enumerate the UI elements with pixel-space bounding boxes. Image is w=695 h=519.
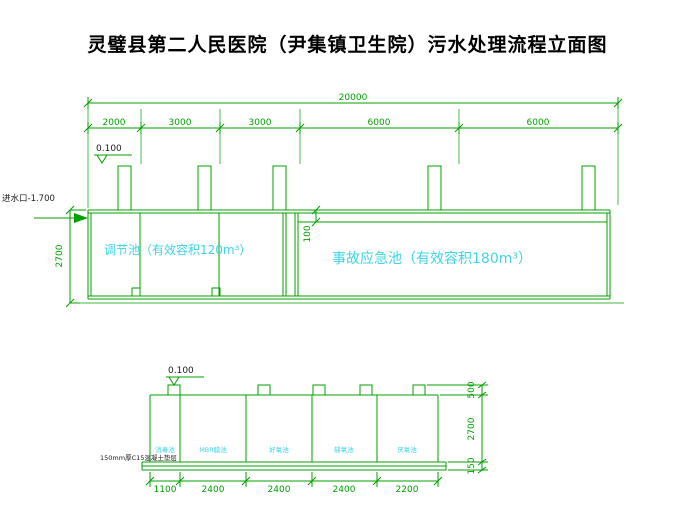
roof-vent	[359, 384, 373, 396]
height-dim-text-2700b: 2700	[467, 417, 477, 440]
emergency-tank-label: 事故应急池（有效容积180m³）	[332, 250, 532, 267]
bottom-elevation-view: 0.100 150mm厚C15混凝土垫层 消毒池 MBR膜池 好氧池 缺氧池 厌…	[100, 366, 488, 495]
overall-dim-text: 20000	[339, 93, 368, 103]
tank-structure	[87, 209, 611, 300]
width-dim-text-4: 2200	[396, 485, 419, 495]
bottom-elevation-mark-text: 0.100	[168, 366, 194, 376]
drop-dim-text-100: 100	[303, 225, 313, 242]
height-dim-text-500: 500	[467, 381, 477, 398]
compartment-label-1: MBR膜池	[199, 445, 227, 454]
width-dim-text-3: 2400	[333, 485, 356, 495]
sump-pit	[131, 287, 141, 297]
treatment-tank-structure	[149, 394, 439, 463]
width-dim-text-1: 2400	[202, 485, 225, 495]
drawing-title: 灵璧县第二人民医院（尹集镇卫生院）污水处理流程立面图	[87, 34, 608, 56]
roof-vent	[167, 384, 181, 396]
roof-vent	[272, 165, 287, 211]
compartment-label-3: 缺氧池	[334, 445, 354, 454]
width-dim-text-0: 1100	[154, 485, 177, 495]
compartment-label-0: 消毒池	[155, 445, 175, 454]
segment-dim-text-4: 6000	[527, 118, 550, 128]
height-dim-text-150: 150	[467, 457, 477, 474]
top-elevation-mark-text: 0.100	[96, 144, 122, 154]
roof-vent	[412, 384, 426, 396]
top-elevation-flag-icon	[94, 154, 132, 164]
foundation-slab	[141, 461, 447, 471]
roof-vent	[427, 165, 442, 211]
inlet-arrow-icon	[74, 213, 88, 223]
foundation-note: 150mm厚C15混凝土垫层	[100, 453, 177, 462]
roof-vent	[117, 165, 132, 211]
roof-vent	[312, 384, 326, 396]
regulating-tank-label: 调节池（有效容积120m³）	[104, 242, 251, 257]
height-dim-text-2700: 2700	[55, 244, 65, 267]
roof-vent	[581, 165, 596, 211]
width-dim-text-2: 2400	[268, 485, 291, 495]
compartment-label-2: 好氧池	[269, 445, 289, 454]
top-elevation-view: 20000 2000 3000 3000 6000 6000 0.100 270…	[2, 93, 624, 308]
sump-pit	[211, 287, 221, 297]
roof-vent	[257, 384, 271, 396]
height-dim-line-2700	[65, 205, 86, 308]
extension-lines	[87, 97, 619, 208]
bottom-width-dim-line	[145, 472, 443, 487]
roof-vent	[197, 165, 212, 211]
compartment-label-4: 厌氧池	[397, 445, 417, 454]
right-height-dim-line	[427, 381, 488, 474]
segment-dim-text-2: 3000	[249, 118, 272, 128]
inlet-label: 进水口-1.700	[2, 193, 55, 204]
segment-dim-text-3: 6000	[368, 118, 391, 128]
segment-dim-text-1: 3000	[169, 118, 192, 128]
bottom-elevation-flag-icon	[166, 376, 204, 386]
drop-dim-line-100	[311, 205, 321, 227]
segment-dim-text-0: 2000	[103, 118, 126, 128]
